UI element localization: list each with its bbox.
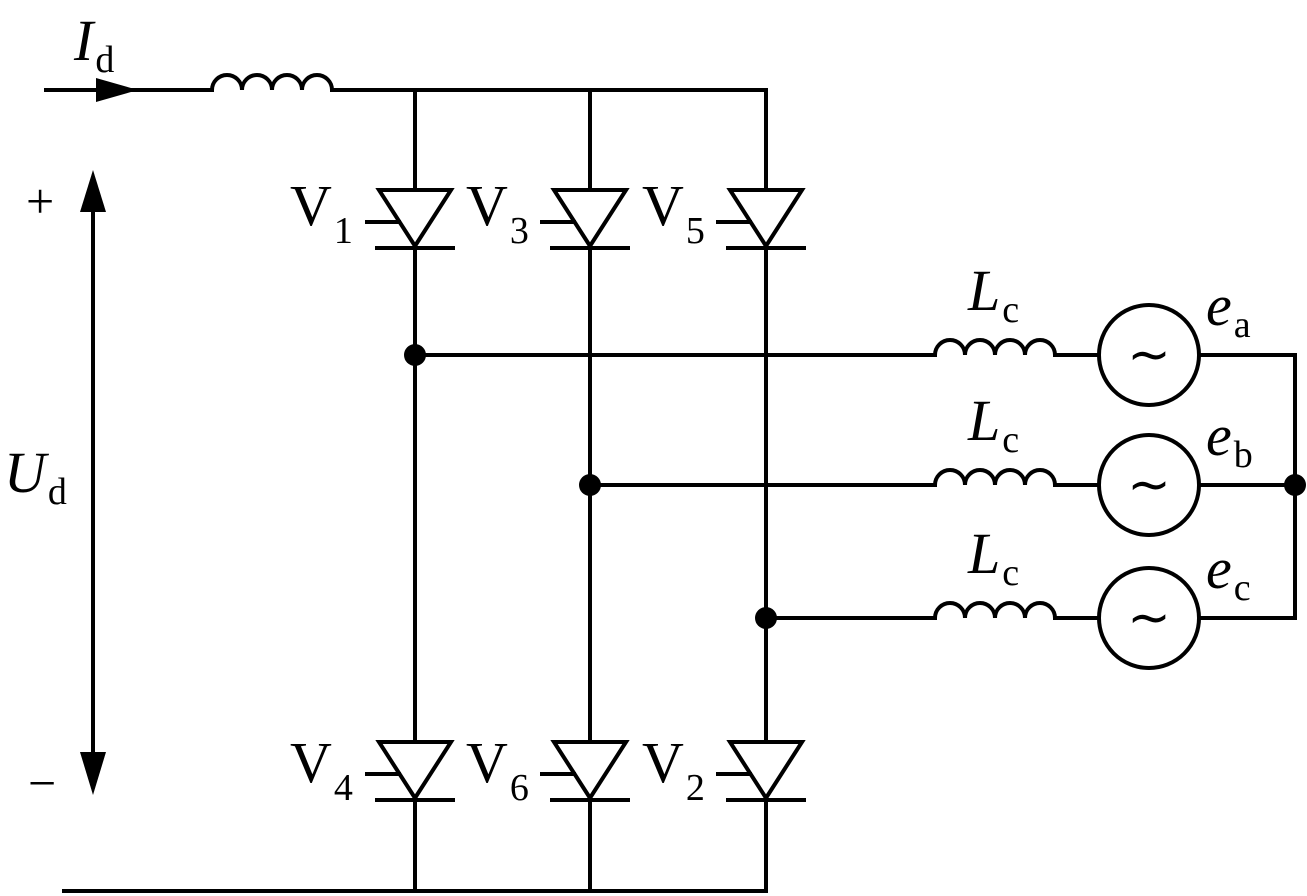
emf-label-a: ea [1206,273,1251,346]
thyristor-v4 [365,740,455,802]
emf-label-b: eb [1206,403,1253,476]
label-v3: V3 [466,173,529,252]
label-v4: V4 [290,730,353,809]
thyristor-v3 [540,188,630,250]
dc-current-path [44,73,768,102]
inductor-c [932,601,1058,621]
label-v2: V2 [642,730,705,809]
dc-voltage-arrow [80,170,106,795]
thyristor-v1 [365,188,455,250]
thyristor-v2 [716,740,806,802]
inductor-label-c: Lc [967,521,1019,594]
ac-symbol-b: ~ [1127,455,1171,515]
inductor-a [932,338,1058,358]
voltage-arrow-head-down [80,752,106,795]
plus-sign: + [26,173,54,229]
label-v6: V6 [466,730,529,809]
junction-dot-a [404,344,426,366]
inductor-b [932,468,1058,488]
ac-symbol-c: ~ [1127,588,1171,648]
minus-sign: − [28,755,56,811]
inductor-label-b: Lc [967,388,1019,461]
ac-symbol-a: ~ [1127,325,1171,385]
inductor-label-a: Lc [967,258,1019,331]
label-v5: V5 [642,173,705,252]
neutral-dot [1284,474,1306,496]
junction-dot-c [755,607,777,629]
emf-label-c: ec [1206,536,1251,609]
thyristor-v5 [716,188,806,250]
voltage-arrow-head-up [80,170,106,212]
current-arrow [96,78,138,102]
junction-dot-b [579,474,601,496]
current-label: Id [73,8,114,81]
voltage-label: Ud [4,440,67,513]
thyristor-v6 [540,740,630,802]
label-v1: V1 [290,173,353,252]
dc-smoothing-inductor [209,73,335,93]
